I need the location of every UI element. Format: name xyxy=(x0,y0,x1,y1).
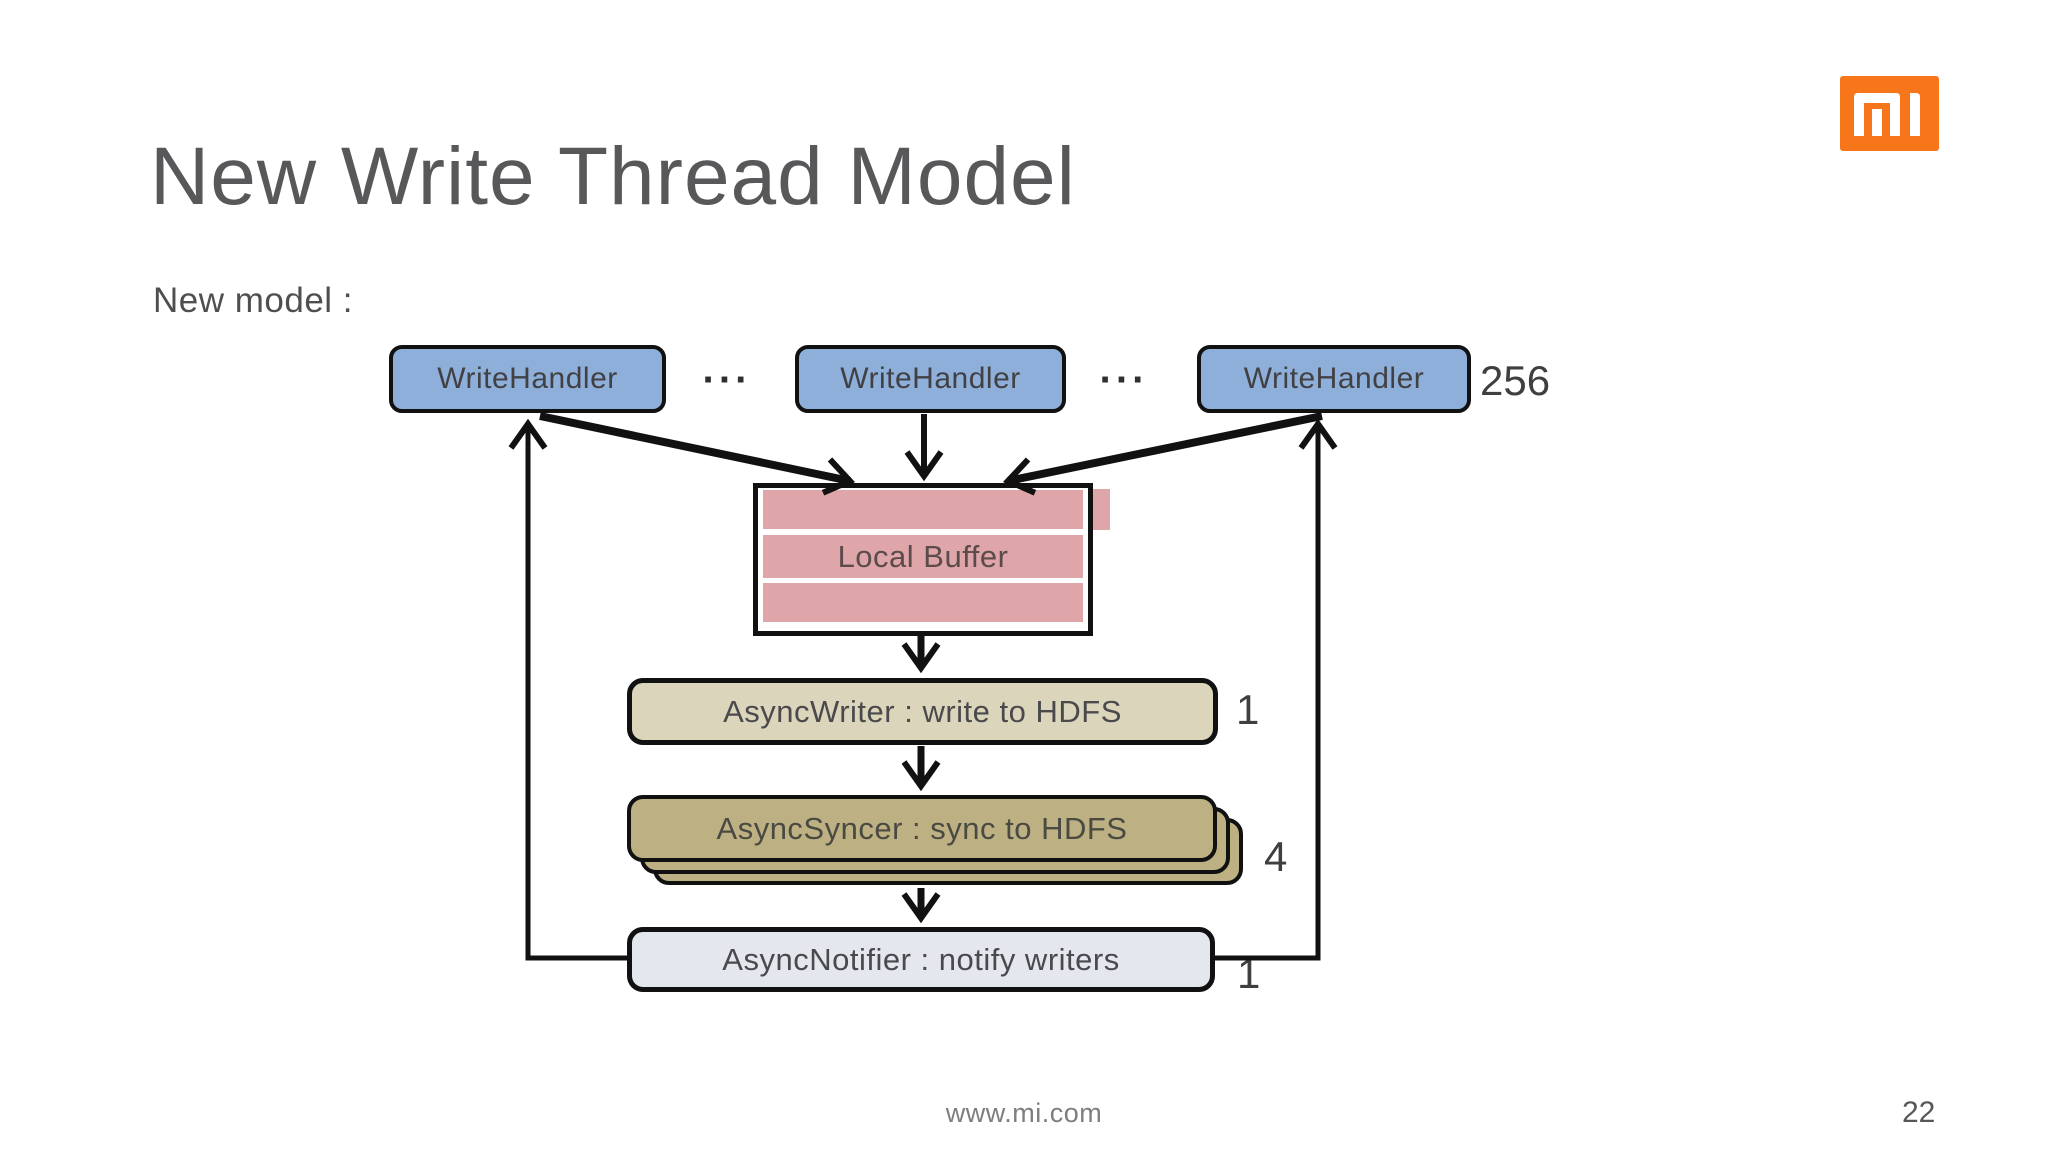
xiaomi-mi-logo: mi xyxy=(1840,76,1939,151)
ellipsis-right: ··· xyxy=(1099,358,1149,402)
async-writer-box: AsyncWriter : write to HDFS xyxy=(627,678,1218,745)
async-writer-count: 1 xyxy=(1236,686,1260,733)
arrow-notifier-to-writehandler1 xyxy=(508,418,629,961)
async-notifier-label: AsyncNotifier : notify writers xyxy=(722,941,1120,977)
async-notifier-count: 1 xyxy=(1237,950,1261,997)
ellipsis-left: ··· xyxy=(702,358,752,402)
slide-title: New Write Thread Model xyxy=(150,131,1076,222)
local-buffer-box: Local Buffer xyxy=(753,483,1093,636)
async-writer-label: AsyncWriter : write to HDFS xyxy=(723,693,1122,729)
async-syncer-box: AsyncSyncer : sync to HDFS xyxy=(627,795,1217,862)
footer-url: www.mi.com xyxy=(945,1098,1103,1128)
write-handler-label: WriteHandler xyxy=(1243,362,1425,395)
write-handler-label: WriteHandler xyxy=(437,362,618,395)
page-number: 22 xyxy=(1902,1096,1936,1129)
async-syncer-count: 4 xyxy=(1264,833,1288,880)
async-syncer-label: AsyncSyncer : sync to HDFS xyxy=(716,810,1128,846)
arrow-writehandler1-to-buffer xyxy=(539,412,856,496)
local-buffer-spill xyxy=(1091,489,1110,530)
local-buffer-row xyxy=(763,583,1083,622)
write-handler-box-3: WriteHandler xyxy=(1197,345,1471,413)
write-handler-box-1: WriteHandler xyxy=(389,345,666,413)
local-buffer-label: Local Buffer xyxy=(837,538,1009,574)
local-buffer-row xyxy=(763,490,1083,529)
write-handler-box-2: WriteHandler xyxy=(795,345,1066,413)
slide-subtitle: New model : xyxy=(153,281,354,320)
async-syncer-stack: AsyncSyncer : sync to HDFS xyxy=(627,795,1243,887)
mi-logo-icon xyxy=(1854,93,1920,136)
write-handler-label: WriteHandler xyxy=(840,362,1021,395)
write-handler-count: 256 xyxy=(1480,357,1551,404)
local-buffer-row: Local Buffer xyxy=(763,535,1083,578)
arrow-writehandler3-to-buffer xyxy=(1002,412,1323,496)
async-notifier-box: AsyncNotifier : notify writers xyxy=(627,927,1215,992)
